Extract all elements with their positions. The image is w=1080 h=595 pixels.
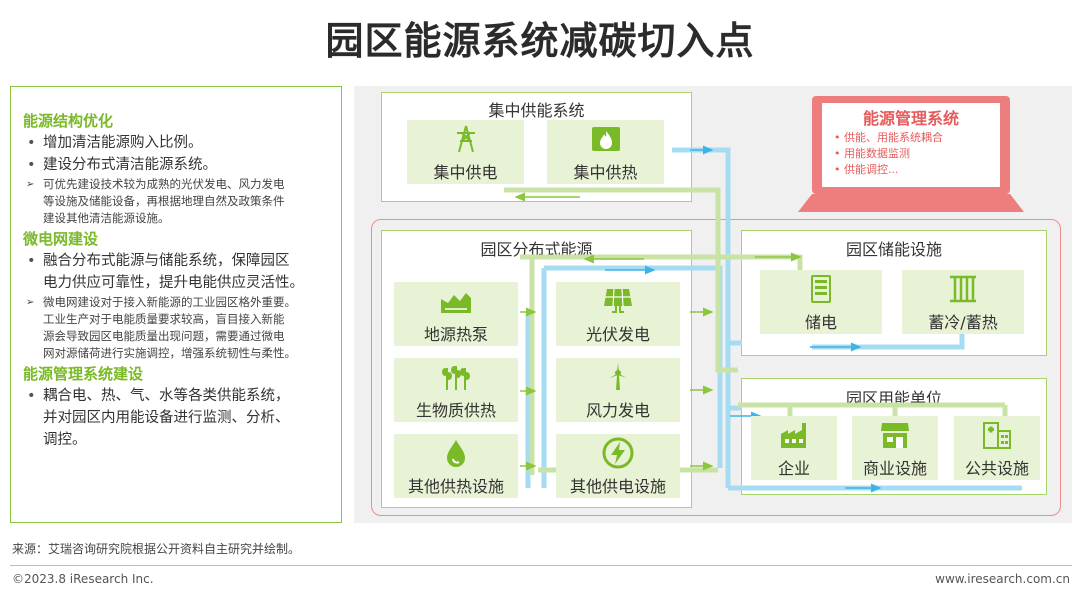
sub-bullet-priority-build: 可优先建设技术较为成熟的光伏发电、风力发电 等设施及储能设备，再根据地理自然及政… bbox=[23, 176, 331, 227]
text-line: 源会导致园区电能质量出现问题，需要通过微电 bbox=[43, 329, 285, 343]
factory-icon bbox=[774, 418, 814, 452]
commercial-box: 商业设施 bbox=[852, 416, 938, 480]
text-line: 工业生产对于电能质量要求较高，盲目接入新能 bbox=[43, 312, 285, 326]
text-line: 耦合电、热、气、水等各类供能系统， bbox=[43, 388, 290, 404]
ems-title: 能源管理系统 bbox=[862, 109, 959, 128]
storage-title: 园区储能设施 bbox=[845, 240, 942, 259]
central-power-box: 集中供电 bbox=[407, 120, 524, 184]
text-line: 网对源储荷进行实施调控，增强系统韧性与柔性。 bbox=[43, 346, 296, 360]
footer-divider bbox=[10, 565, 1072, 566]
text-line: 调控。 bbox=[43, 432, 87, 448]
public-building-icon bbox=[977, 418, 1017, 452]
other-power-box: 其他供电设施 bbox=[556, 434, 680, 498]
thermal-storage-icon bbox=[943, 272, 983, 306]
section-heading-energy-structure: 能源结构优化 bbox=[23, 112, 114, 130]
text-line: 建设其他清洁能源设施。 bbox=[43, 211, 170, 225]
bullet-clean-energy-purchase: 增加清洁能源购入比例。 bbox=[23, 132, 331, 154]
central-heat-label: 集中供热 bbox=[573, 162, 638, 182]
section-heading-ems: 能源管理系统建设 bbox=[23, 365, 144, 383]
lightning-icon bbox=[598, 436, 638, 470]
central-power-label: 集中供电 bbox=[433, 162, 498, 182]
battery-storage-box: 储电 bbox=[760, 270, 882, 334]
bullet-distributed-clean-energy: 建设分布式清洁能源系统。 bbox=[23, 154, 331, 176]
strategy-panel: 能源结构优化 增加清洁能源购入比例。 建设分布式清洁能源系统。 可优先建设技术较… bbox=[10, 86, 342, 523]
power-tower-icon bbox=[446, 122, 486, 156]
text-line: 可优先建设技术较为成熟的光伏发电、风力发电 bbox=[43, 177, 285, 191]
wind-turbine-icon bbox=[598, 360, 638, 394]
other-power-label: 其他供电设施 bbox=[569, 476, 666, 496]
text-line: 融合分布式能源与储能系统，保障园区 bbox=[43, 253, 290, 269]
text-line: 等设施及储能设备，再根据地理自然及政策条件 bbox=[43, 194, 285, 208]
section-heading-microgrid: 微电网建设 bbox=[23, 230, 99, 248]
thermal-storage-label: 蓄冷/蓄热 bbox=[928, 312, 998, 332]
central-supply-title: 集中供能系统 bbox=[488, 101, 585, 120]
public-box: 公共设施 bbox=[954, 416, 1040, 480]
enterprise-box: 企业 bbox=[751, 416, 837, 480]
enterprise-label: 企业 bbox=[777, 458, 810, 478]
copyright: ©2023.8 iResearch Inc. bbox=[12, 572, 154, 586]
website-link[interactable]: www.iresearch.com.cn bbox=[935, 572, 1070, 586]
other-heat-box: 其他供热设施 bbox=[394, 434, 518, 498]
geothermal-icon bbox=[436, 284, 476, 318]
wind-label: 风力发电 bbox=[585, 400, 650, 420]
distributed-energy-title: 园区分布式能源 bbox=[480, 240, 593, 259]
solar-panel-icon bbox=[598, 284, 638, 318]
thermal-storage-box: 蓄冷/蓄热 bbox=[902, 270, 1024, 334]
source-note: 来源：艾瑞咨询研究院根据公开资料自主研究并绘制。 bbox=[12, 542, 301, 556]
central-heat-box: 集中供热 bbox=[547, 120, 664, 184]
ems-item-monitoring: 用能数据监测 bbox=[832, 146, 990, 162]
bullet-ems-coupling: 耦合电、热、气、水等各类供能系统， 并对园区内用能设备进行监测、分析、 调控。 bbox=[23, 385, 331, 451]
ems-panel: 能源管理系统 供能、用能系统耦合 用能数据监测 供能调控... bbox=[822, 103, 1000, 187]
shop-icon bbox=[875, 418, 915, 452]
bullet-microgrid-integration: 融合分布式能源与储能系统，保障园区 电力供应可靠性，提升电能供应灵活性。 bbox=[23, 250, 331, 294]
geothermal-box: 地源热泵 bbox=[394, 282, 518, 346]
other-heat-label: 其他供热设施 bbox=[407, 476, 504, 496]
droplet-flame-icon bbox=[436, 436, 476, 470]
text-line: 并对园区内用能设备进行监测、分析、 bbox=[43, 410, 290, 426]
ems-monitor-base bbox=[798, 194, 1024, 212]
sub-bullet-microgrid-importance: 微电网建设对于接入新能源的工业园区格外重要。 工业生产对于电能质量要求较高，盲目… bbox=[23, 294, 331, 362]
text-line: 电力供应可靠性，提升电能供应灵活性。 bbox=[43, 275, 304, 291]
ems-item-coupling: 供能、用能系统耦合 bbox=[832, 130, 990, 146]
geothermal-label: 地源热泵 bbox=[423, 324, 488, 344]
biomass-box: 生物质供热 bbox=[394, 358, 518, 422]
solar-box: 光伏发电 bbox=[556, 282, 680, 346]
biomass-icon bbox=[436, 360, 476, 394]
battery-icon bbox=[801, 272, 841, 306]
solar-label: 光伏发电 bbox=[585, 324, 650, 344]
text-line: 微电网建设对于接入新能源的工业园区格外重要。 bbox=[43, 295, 296, 309]
commercial-label: 商业设施 bbox=[862, 458, 927, 478]
heating-flame-icon bbox=[586, 122, 626, 156]
biomass-label: 生物质供热 bbox=[415, 400, 496, 420]
page-title: 园区能源系统减碳切入点 bbox=[325, 19, 755, 63]
ems-item-regulation: 供能调控... bbox=[832, 162, 990, 178]
public-label: 公共设施 bbox=[964, 458, 1029, 478]
battery-storage-label: 储电 bbox=[804, 312, 837, 332]
wind-box: 风力发电 bbox=[556, 358, 680, 422]
